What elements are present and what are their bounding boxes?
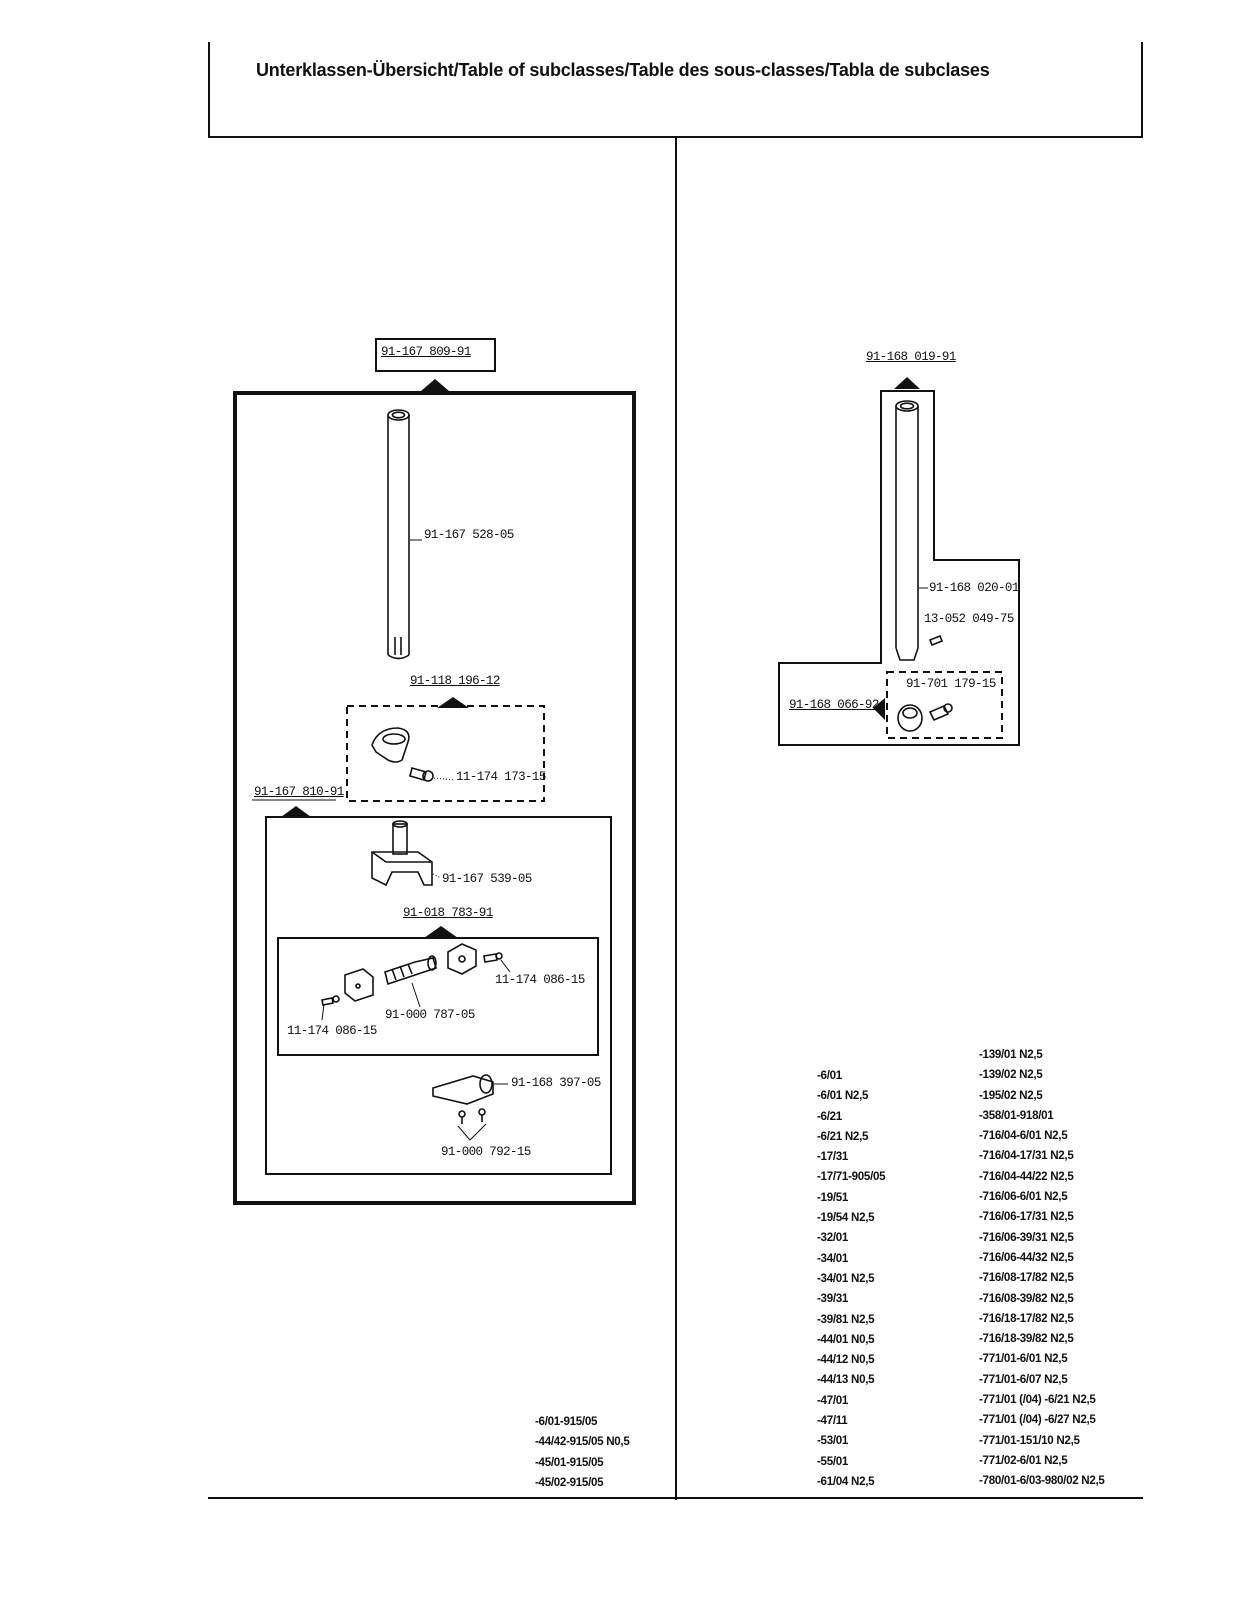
list-item: -139/02 N2,5 xyxy=(979,1068,1043,1082)
shaft-number: 91-167 528-05 xyxy=(424,528,514,542)
list-item: -61/04 N2,5 xyxy=(817,1474,875,1488)
list-item: -45/02-915/05 xyxy=(535,1475,604,1489)
assembly-label-frame xyxy=(375,338,496,372)
list-item: -44/12 N0,5 xyxy=(817,1353,875,1367)
shaft-part xyxy=(387,409,422,660)
list-item: -55/01 xyxy=(817,1454,849,1468)
list-item: -771/01-151/10 N2,5 xyxy=(979,1433,1080,1447)
list-item: -139/01 N2,5 xyxy=(979,1048,1043,1061)
list-item: -6/01 N2,5 xyxy=(817,1089,869,1103)
list-item: -39/81 N2,5 xyxy=(817,1312,875,1326)
list-item: -771/01-6/01 N2,5 xyxy=(979,1352,1068,1366)
list-item: -716/04-17/31 N2,5 xyxy=(979,1149,1074,1163)
collar-kit-frame xyxy=(886,671,1003,739)
list-item: -716/06-6/01 N2,5 xyxy=(979,1190,1068,1204)
clamp-kit-arrow xyxy=(437,697,469,708)
list-item: -47/01 xyxy=(817,1393,849,1407)
pin-number: 13-052 049-75 xyxy=(924,612,1014,626)
bracket-part xyxy=(432,1074,508,1141)
sub-assembly-frame xyxy=(265,816,612,1175)
list-item: -34/01 N2,5 xyxy=(817,1271,875,1285)
list-item: -39/31 xyxy=(817,1292,849,1306)
list-item: -19/51 xyxy=(817,1190,849,1204)
right-subclass-list-col2: -139/01 N2,5 -139/02 N2,5 -195/02 N2,5 -… xyxy=(979,1045,1105,1492)
collar-number: 91-701 179-15 xyxy=(906,677,996,691)
list-item: -6/01 xyxy=(817,1069,842,1082)
list-item: -716/06-44/32 N2,5 xyxy=(979,1250,1074,1264)
list-item: -780/01-6/03-980/02 N2,5 xyxy=(979,1474,1105,1488)
list-item: -44/42-915/05 N0,5 xyxy=(535,1435,630,1449)
right-shaft-part xyxy=(895,400,944,661)
list-item: -716/08-39/82 N2,5 xyxy=(979,1291,1074,1305)
list-item: -44/13 N0,5 xyxy=(817,1373,875,1387)
side-assembly-number: 91-168 066-92 xyxy=(789,698,879,712)
header-frame xyxy=(208,42,1143,138)
kit-screw-left-number: 11-174 086-15 xyxy=(287,1024,377,1038)
kit-screw-right-number: 11-174 086-15 xyxy=(495,973,585,987)
thread-guide-kit-number: 91-018 783-91 xyxy=(403,906,493,920)
clamp-part xyxy=(371,727,456,782)
list-item: -32/01 xyxy=(817,1231,849,1245)
bracket-number: 91-168 397-05 xyxy=(511,1076,601,1090)
list-item: -17/31 xyxy=(817,1150,849,1164)
right-subclass-list-col1: -6/01 -6/01 N2,5 -6/21 -6/21 N2,5 -17/31… xyxy=(817,1066,886,1492)
list-item: -716/04-44/22 N2,5 xyxy=(979,1169,1074,1183)
list-item: -771/02-6/01 N2,5 xyxy=(979,1453,1068,1467)
guide-block-number: 91-167 539-05 xyxy=(442,872,532,886)
guide-block-part xyxy=(371,820,442,887)
sub-assembly-arrow xyxy=(281,806,311,817)
thread-guide-kit-arrow xyxy=(424,926,458,938)
bottom-rule xyxy=(208,1497,1143,1499)
left-subclass-list: -6/01-915/05 -44/42-915/05 N0,5 -45/01-9… xyxy=(535,1412,630,1493)
thread-guide-parts xyxy=(321,943,511,1021)
clamp-screw-number: 11-174 173-15 xyxy=(456,770,546,784)
list-item: -6/01-915/05 xyxy=(535,1415,598,1428)
list-item: -34/01 xyxy=(817,1251,849,1265)
list-item: -716/18-17/82 N2,5 xyxy=(979,1311,1074,1325)
list-item: -6/21 xyxy=(817,1109,842,1123)
right-top-arrow xyxy=(894,377,920,389)
list-item: -45/01-915/05 xyxy=(535,1455,604,1469)
list-item: -716/06-17/31 N2,5 xyxy=(979,1210,1074,1224)
sub-assembly-number: 91-167 810-91 xyxy=(254,785,344,799)
list-item: -771/01-6/07 N2,5 xyxy=(979,1372,1068,1386)
list-item: -19/54 N2,5 xyxy=(817,1211,875,1225)
list-item: -716/06-39/31 N2,5 xyxy=(979,1230,1074,1244)
right-top-assembly-number: 91-168 019-91 xyxy=(866,350,956,364)
list-item: -44/01 N0,5 xyxy=(817,1332,875,1346)
main-assembly-frame xyxy=(233,391,636,1205)
list-item: -771/01 (/04) -6/21 N2,5 xyxy=(979,1393,1096,1407)
clamp-kit-number: 91-118 196-12 xyxy=(410,674,500,688)
tube-fitting-number: 91-000 787-05 xyxy=(385,1008,475,1022)
right-shaft-number: 91-168 020-01 xyxy=(929,581,1019,595)
top-assembly-number: 91-167 809-91 xyxy=(381,345,471,359)
list-item: -771/01 (/04) -6/27 N2,5 xyxy=(979,1413,1096,1427)
left-top-arrow xyxy=(421,379,449,391)
collar-part xyxy=(897,703,953,732)
list-item: -716/04-6/01 N2,5 xyxy=(979,1129,1068,1143)
list-item: -53/01 xyxy=(817,1434,849,1448)
list-item: -358/01-918/01 xyxy=(979,1108,1054,1122)
page-title: Unterklassen-Übersicht/Table of subclass… xyxy=(256,60,990,80)
right-assembly-frame xyxy=(778,390,1020,746)
list-item: -716/08-17/82 N2,5 xyxy=(979,1271,1074,1285)
column-divider xyxy=(675,138,677,1500)
clamp-kit-frame xyxy=(346,705,545,802)
list-item: -716/18-39/82 N2,5 xyxy=(979,1332,1074,1346)
list-item: -47/11 xyxy=(817,1414,848,1428)
bracket-screws-number: 91-000 792-15 xyxy=(441,1145,531,1159)
right-side-arrow xyxy=(873,698,885,720)
list-item: -6/21 N2,5 xyxy=(817,1129,869,1143)
list-item: -17/71-905/05 xyxy=(817,1170,886,1184)
list-item: -195/02 N2,5 xyxy=(979,1088,1043,1102)
